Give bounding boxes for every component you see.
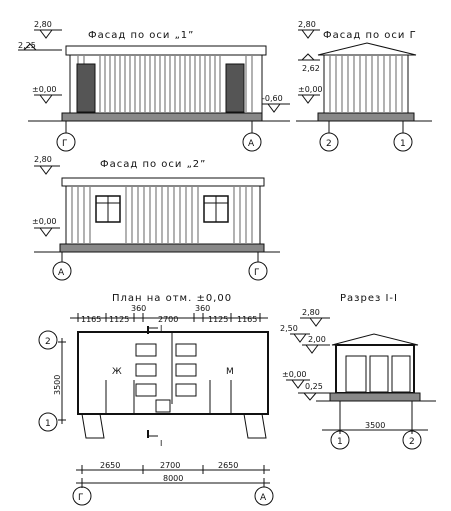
facade2-axis-left-marker: [52, 261, 72, 281]
facade1-level-ground: -0,60: [262, 94, 283, 103]
plan-axis-g-marker: [72, 486, 92, 506]
facade2-axis-right: Г: [254, 268, 260, 278]
facade1-cladding: [77, 56, 253, 112]
facade2-base: [59, 243, 265, 253]
facade2-axis-right-marker: [248, 261, 268, 281]
facade1-base: [61, 112, 263, 122]
plan-axis-bottom-left-marker: [38, 412, 58, 432]
facade1-axis-right-marker: [242, 132, 262, 152]
plan-stalls-left: [135, 343, 171, 413]
facade-g-title: Фасад по оси Г: [323, 30, 417, 41]
facade-g-axis-right: 1: [400, 139, 406, 149]
plan-porch-left: [81, 413, 105, 439]
facade-g-level-mid: 2,62: [302, 64, 320, 73]
plan-bottom-dim-2: 2700: [160, 461, 180, 470]
section-axis-right: 2: [409, 437, 415, 447]
facade-g-cladding: [329, 56, 403, 112]
facade1-axis-left-marker: [56, 132, 76, 152]
section-axis-left-marker: [330, 430, 350, 450]
plan-bottom-dim-3: 2650: [218, 461, 238, 470]
section-level-250: 2,50: [280, 324, 298, 333]
plan-axis-bottom-left: 1: [45, 419, 51, 429]
plan-bottom-dim-ticks: [81, 465, 265, 474]
facade2-window-left: [95, 195, 121, 223]
facade-axis-2: Фасад по оси „2”: [32, 155, 280, 281]
section-level-marks: 2,80 2,50 2,00 ±0,00 0,25: [280, 308, 330, 401]
facade-axis-g: Фасад по оси Г 2,80 2,62 ±0,00 2: [296, 20, 432, 152]
facade1-roof: [65, 45, 267, 56]
plan-axis-top-left: 2: [45, 337, 51, 347]
facade1-axis-left: Г: [62, 139, 68, 149]
section-level-top: 2,80: [302, 308, 320, 317]
facade1-level-top: 2,80: [34, 20, 52, 29]
facade1-level-mid: 2,25: [18, 41, 36, 50]
facade1-title: Фасад по оси „1”: [88, 30, 194, 41]
plan-top-dim-7: 1165: [237, 315, 257, 324]
plan-bottom-dim-1: 2650: [100, 461, 120, 470]
plan-axis-top-left-marker: [38, 330, 58, 350]
section-base: [329, 392, 421, 402]
plan-outer-wall: [77, 331, 269, 415]
facade-g-axis-left: 2: [326, 139, 332, 149]
facade-axis-1: Фасад по оси „1”: [18, 20, 290, 152]
facade2-window-right: [203, 195, 229, 223]
plan-axis-g: Г: [78, 493, 84, 503]
facade2-title: Фасад по оси „2”: [100, 159, 206, 170]
plan-section-mark-top: I: [160, 324, 162, 333]
facade2-body: [65, 185, 261, 245]
floor-plan: План на отм. ±0,00 1165 1125 360 2700 36…: [38, 293, 274, 506]
facade1-door-right: [225, 63, 245, 113]
facade2-level-zero: ±0,00: [32, 217, 57, 226]
plan-room-left: Ж: [112, 367, 122, 377]
facade-g-axis-right-marker: [393, 132, 413, 152]
section-level-025: 0,25: [305, 382, 323, 391]
section-axis-right-marker: [402, 430, 422, 450]
plan-top-dim-6: 1125: [208, 315, 228, 324]
facade2-axis-left: А: [58, 268, 65, 278]
plan-title: План на отм. ±0,00: [112, 293, 232, 304]
plan-total-width: 8000: [163, 474, 183, 483]
facade1-level-marks: 2,80 2,25 ±0,00 -0,60: [18, 20, 290, 113]
facade-g-level-zero: ±0,00: [298, 85, 323, 94]
facade-g-level-top: 2,80: [298, 20, 316, 29]
plan-section-mark-bottom: I: [160, 439, 162, 448]
plan-top-dim-4: 2700: [158, 315, 178, 324]
facade-g-level-marks: 2,80 2,62 ±0,00: [298, 20, 323, 104]
plan-axis-a-marker: [254, 486, 274, 506]
facade2-level-top: 2,80: [34, 155, 52, 164]
section-i-i: Разрез I-I 2,80 2,50 2,00 ±0,00 0,25: [280, 293, 436, 450]
plan-room-right: М: [226, 367, 234, 377]
plan-top-dim-1: 1165: [81, 315, 101, 324]
plan-top-dim-ticks: [77, 313, 261, 322]
facade-g-axis-left-marker: [319, 132, 339, 152]
facade1-level-zero: ±0,00: [32, 85, 57, 94]
plan-side-dim: 3500: [53, 375, 62, 395]
section-width-dim: 3500: [365, 421, 385, 430]
section-level-200: 2,00: [308, 335, 326, 344]
section-title: Разрез I-I: [340, 293, 398, 304]
facade2-cladding: [71, 187, 253, 243]
section-partitions: [345, 355, 411, 393]
plan-top-dim-2: 1125: [109, 315, 129, 324]
plan-stalls-right: [175, 343, 197, 397]
section-level-zero: ±0,00: [282, 370, 307, 379]
facade1-axis-right: А: [248, 139, 255, 149]
facade2-level-marks: 2,80 ±0,00: [32, 155, 60, 237]
plan-top-dim-3: 360: [131, 304, 146, 313]
plan-porch-right: [243, 413, 267, 439]
section-axis-left: 1: [337, 437, 343, 447]
facade1-door-left: [76, 63, 96, 113]
facade2-roof: [61, 177, 265, 187]
plan-axis-a: А: [260, 493, 267, 503]
section-roof: [331, 333, 419, 346]
facade-g-base: [317, 112, 415, 122]
plan-top-dim-5: 360: [195, 304, 210, 313]
section-body: [335, 344, 415, 394]
facade-g-roof: [317, 42, 417, 56]
